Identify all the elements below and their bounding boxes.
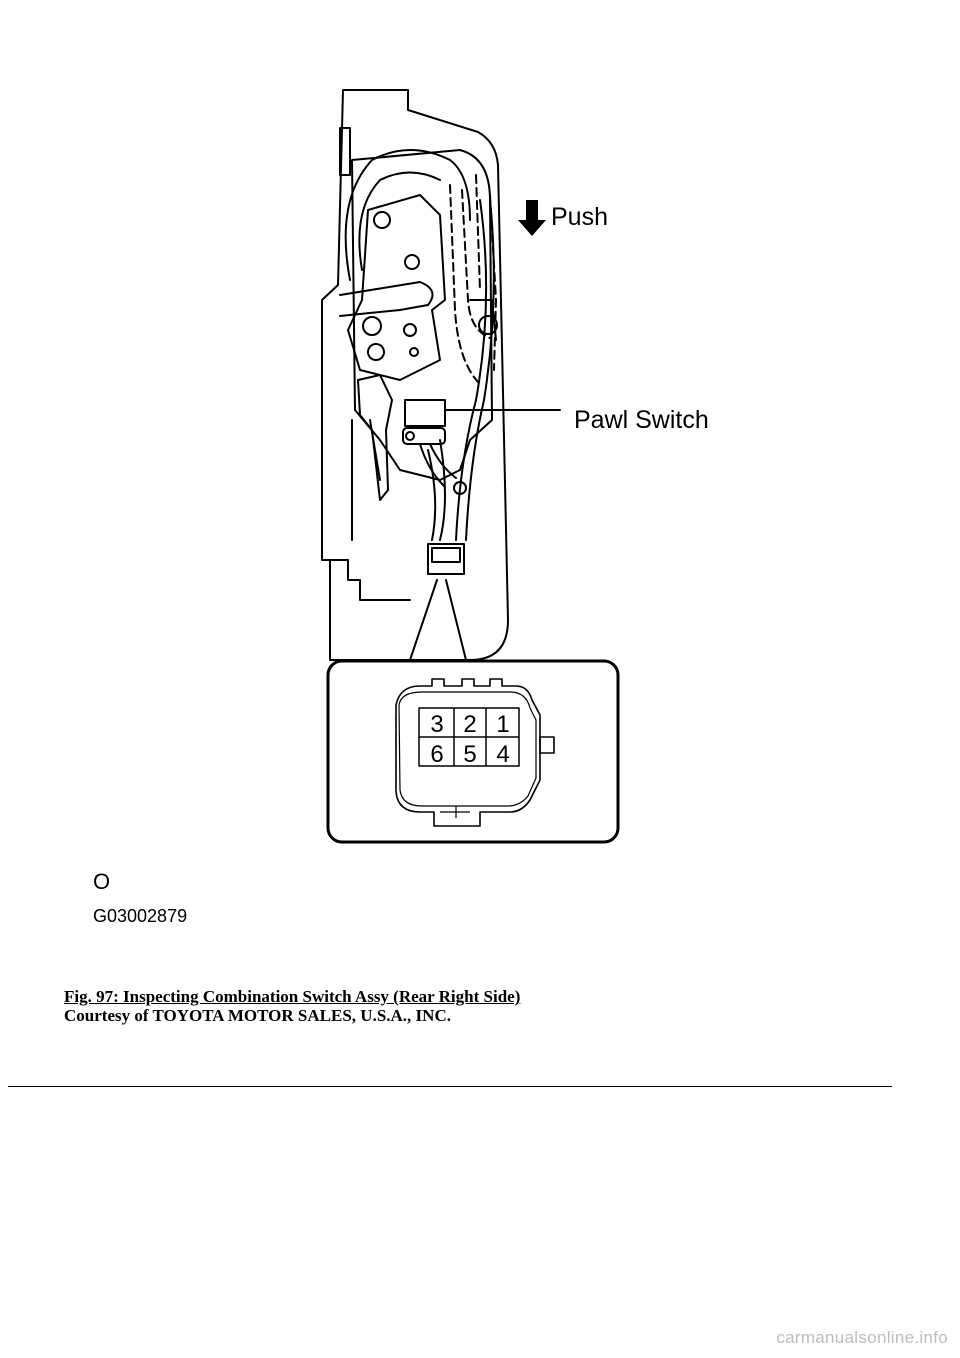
pin-3: 3 [430, 711, 443, 738]
door-lock-illustration: Push Pawl Switch 3 2 1 6 5 4 O G03002879 [93, 89, 709, 926]
latch-plate [347, 194, 446, 381]
internal-rod-dashed [449, 184, 479, 383]
lock-connector [427, 543, 465, 575]
push-label: Push [551, 203, 608, 231]
courtesy-line: Courtesy of TOYOTA MOTOR SALES, U.S.A., … [64, 1006, 451, 1025]
latch-slot [339, 281, 434, 317]
pin-2: 2 [463, 711, 476, 738]
pawl-switch-label: Pawl Switch [574, 406, 709, 434]
horizontal-rule [8, 1086, 892, 1087]
inner-frame [351, 149, 493, 481]
pin-5: 5 [463, 741, 476, 768]
housing-slot [339, 127, 351, 176]
lever-arm [344, 149, 471, 281]
cable-bundle [465, 199, 495, 541]
graphic-code: G03002879 [93, 906, 187, 926]
watermark: carmanualsonline.info [776, 1328, 948, 1347]
connector-face-outline [395, 678, 541, 827]
figure-caption: Fig. 97: Inspecting Combination Switch A… [64, 987, 520, 1025]
figure-symbol: O [93, 869, 110, 894]
pin-1: 1 [496, 711, 509, 738]
pawl-switch-body [404, 399, 446, 427]
callout-lines [409, 579, 467, 661]
figure-title: Fig. 97: Inspecting Combination Switch A… [64, 987, 521, 1006]
bracket [357, 374, 393, 501]
pin-6: 6 [430, 741, 443, 768]
push-arrow-icon [518, 200, 546, 236]
pin-4: 4 [496, 741, 509, 768]
connector-detail-frame [326, 659, 620, 844]
